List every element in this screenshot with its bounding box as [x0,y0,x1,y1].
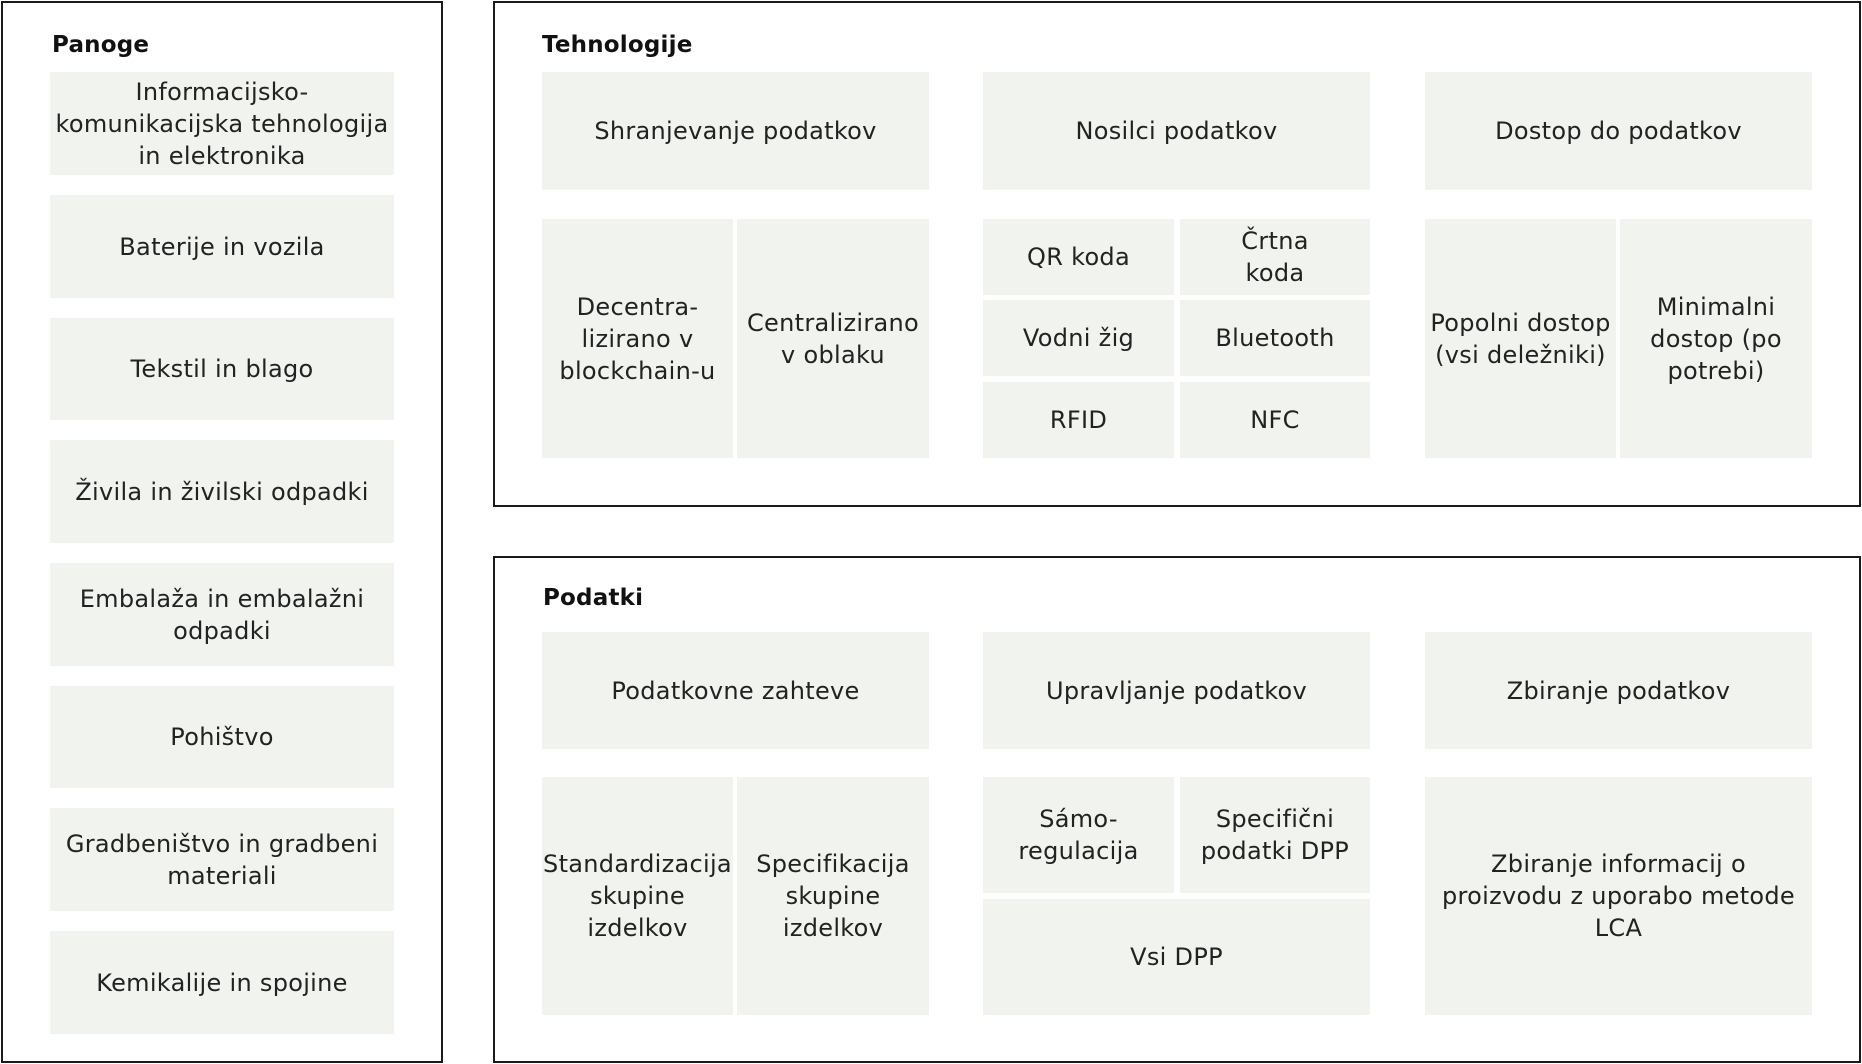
carrier-barcode: Črtna koda [1180,219,1370,295]
management-self-regulation: Sámo- regulacija [983,777,1174,893]
collection-lca: Zbiranje informacij o proizvodu z uporab… [1425,777,1812,1015]
management-header: Upravljanje podatkov [983,632,1370,749]
tehnologije-title: Tehnologije [542,32,693,58]
sector-packaging: Embalaža in embalažni odpadki [50,563,394,666]
collection-header: Zbiranje podatkov [1425,632,1812,749]
sector-textiles: Tekstil in blago [50,318,394,420]
sector-ict-electronics: Informacijsko- komunikacijska tehnologij… [50,72,394,175]
carriers-header: Nosilci podatkov [983,72,1370,190]
management-specific-dpp: Specifični podatki DPP [1180,777,1370,893]
sector-chemicals: Kemikalije in spojine [50,931,394,1034]
storage-header: Shranjevanje podatkov [542,72,929,190]
carrier-watermark: Vodni žig [983,300,1174,376]
carrier-rfid: RFID [983,382,1174,458]
podatki-title: Podatki [543,585,644,611]
access-minimal: Minimalni dostop (po potrebi) [1620,219,1812,458]
requirement-specification: Specifikacija skupine izdelkov [737,777,929,1015]
sector-furniture: Pohištvo [50,686,394,788]
requirements-header: Podatkovne zahteve [542,632,929,749]
management-all-dpp: Vsi DPP [983,899,1370,1015]
sector-food-waste: Živila in živilski odpadki [50,440,394,543]
sector-batteries-vehicles: Baterije in vozila [50,195,394,298]
carrier-qr-code: QR koda [983,219,1174,295]
access-header: Dostop do podatkov [1425,72,1812,190]
carrier-bluetooth: Bluetooth [1180,300,1370,376]
storage-centralized: Centralizirano v oblaku [737,219,929,458]
sector-construction: Gradbeništvo in gradbeni materiali [50,808,394,911]
storage-decentralized: Decentra- lizirano v blockchain-u [542,219,733,458]
panoge-title: Panoge [52,32,150,58]
carrier-nfc: NFC [1180,382,1370,458]
access-full: Popolni dostop (vsi deležniki) [1425,219,1616,458]
requirement-standardization: Standardizacija skupine izdelkov [542,777,733,1015]
